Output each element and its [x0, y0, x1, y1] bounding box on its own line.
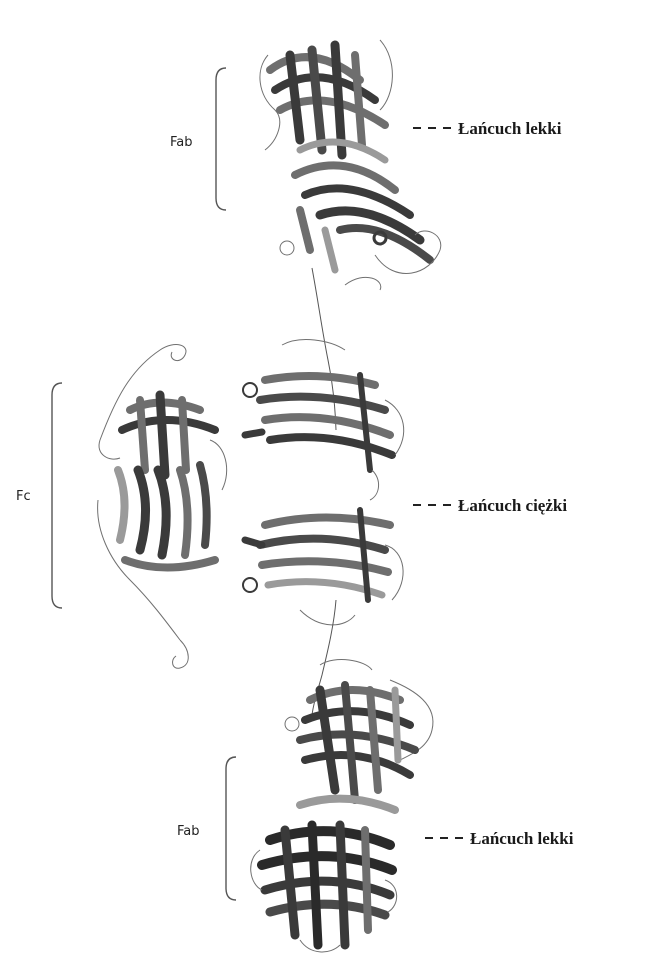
fab-top-label: Fab	[170, 135, 193, 150]
heavy-chain-label: Łańcuch ciężki	[458, 496, 567, 515]
light-chain-bottom-label: Łańcuch lekki	[470, 829, 574, 848]
fab-bottom-label: Fab	[177, 824, 200, 839]
hinge-linker-top	[312, 268, 336, 430]
light-chain-top-label: Łańcuch lekki	[458, 119, 562, 138]
fab-top-bracket	[216, 68, 226, 210]
fab-bottom-light-chain-structure	[251, 660, 433, 952]
fab-top-light-chain-structure	[260, 40, 441, 290]
fc-domain	[98, 340, 404, 669]
fc-label: Fc	[16, 489, 31, 504]
fab-top-domain	[260, 40, 441, 290]
fab-bottom-domain	[251, 660, 433, 952]
fc-bracket	[52, 383, 62, 608]
fab-bottom-bracket	[226, 757, 236, 900]
